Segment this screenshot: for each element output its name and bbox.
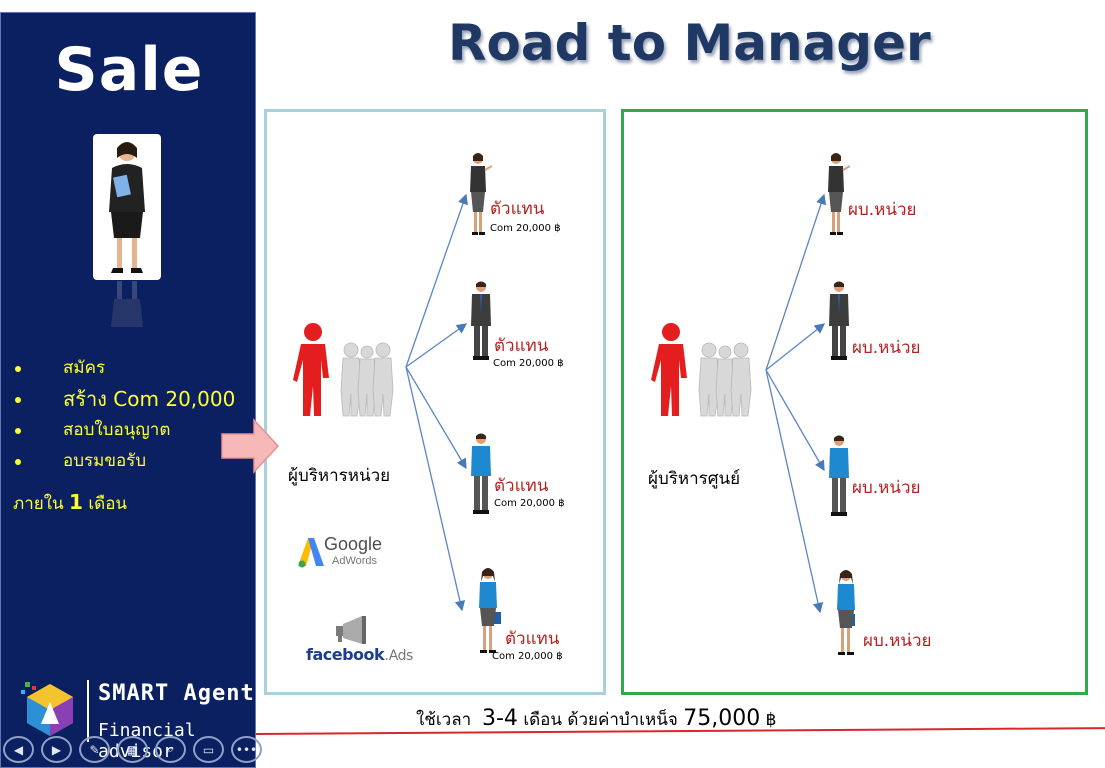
- agent-role-label: ตัวแทน: [490, 199, 545, 219]
- next-icon[interactable]: ▶: [41, 736, 72, 763]
- facebook-ads-logo: facebook.Ads: [306, 645, 413, 664]
- agent-figure-icon: [471, 433, 491, 514]
- unit-head-label: ผบ.หน่วย: [852, 338, 921, 358]
- megaphone-icon: [336, 616, 366, 644]
- logo-divider: [87, 680, 89, 742]
- requirements-list: สมัคร สร้าง Com 20,000 สอบใบอนุญาต อบรมข…: [13, 353, 235, 477]
- unit-head-label: ผบ.หน่วย: [848, 200, 917, 220]
- unit-head-label: ผบ.หน่วย: [852, 478, 921, 498]
- unit-head-figure-icon: [829, 281, 849, 360]
- unit-head-figure-icon: [837, 570, 855, 655]
- bullet-text: อบรมขอรับ: [63, 451, 147, 471]
- unit-head-figure-icon: [828, 153, 850, 235]
- bullet-text: สอบใบอนุญาต: [63, 420, 171, 440]
- arrow-right-icon: [221, 418, 280, 474]
- center-manager-panel: [621, 109, 1088, 695]
- bullet-text: สร้าง Com 20,000: [63, 387, 236, 411]
- google-adwords-logo: Google AdWords: [298, 534, 394, 574]
- agent-commission: Com 20,000 ฿: [493, 358, 564, 369]
- team-group-icon: [293, 323, 394, 417]
- businesswoman-image: [93, 134, 161, 280]
- unit-head-label: ผบ.หน่วย: [863, 631, 932, 651]
- agent-role-label: ตัวแทน: [505, 629, 560, 649]
- agent-commission: Com 20,000 ฿: [494, 498, 565, 509]
- bullet-text: สมัคร: [63, 358, 106, 378]
- businesswoman-reflection: [93, 281, 161, 327]
- agent-role-label: ตัวแทน: [494, 476, 549, 496]
- slideshow-controls: ◀ ▶ ✎ ▦ ⌕ ▭ •••: [3, 736, 262, 763]
- logo-name: SMART Agent: [98, 681, 255, 706]
- page-title: Road to Manager: [448, 14, 931, 72]
- google-wordmark: Google: [324, 534, 383, 554]
- unit-head-figure-icon: [829, 435, 849, 516]
- timeframe-text: ภายใน 1 เดือน: [13, 490, 128, 514]
- agent-figure-icon: [471, 281, 491, 360]
- list-item: อบรมขอรับ: [13, 446, 235, 477]
- agent-figure-icon: [479, 568, 501, 653]
- list-item: สอบใบอนุญาต: [13, 415, 235, 446]
- unit-manager-panel: [264, 109, 606, 695]
- more-icon[interactable]: •••: [231, 736, 262, 763]
- agent-commission: Com 20,000 ฿: [492, 651, 563, 662]
- list-item: สมัคร: [13, 353, 235, 384]
- adwords-icon: [298, 538, 324, 568]
- ads-wordmark: Ads: [388, 648, 414, 664]
- adwords-wordmark: AdWords: [332, 555, 378, 567]
- pen-icon[interactable]: ✎: [79, 736, 110, 763]
- smart-agent-logo-icon: [21, 680, 79, 738]
- footer-statement: ใช้เวลา 3-4 เดือน ด้วยค่าบำเหน็จ 75,000 …: [416, 706, 777, 731]
- agent-role-label: ตัวแทน: [494, 336, 549, 356]
- team-group-icon: [651, 323, 752, 417]
- slides-icon[interactable]: ▦: [117, 736, 148, 763]
- sidebar-title: Sale: [54, 35, 204, 105]
- prev-icon[interactable]: ◀: [3, 736, 34, 763]
- subtitles-icon[interactable]: ▭: [193, 736, 224, 763]
- agent-commission: Com 20,000 ฿: [490, 223, 561, 234]
- zoom-icon[interactable]: ⌕: [155, 736, 186, 763]
- center-manager-label: ผู้บริหารศูนย์: [648, 469, 741, 489]
- unit-manager-label: ผู้บริหารหน่วย: [288, 466, 391, 486]
- list-item: สร้าง Com 20,000: [13, 384, 235, 415]
- sidebar-panel: Sale สมัคร สร้าง Com 20,000 สอบใบอนุญาต …: [0, 12, 256, 768]
- facebook-wordmark: facebook: [306, 645, 385, 664]
- agent-figure-icon: [470, 153, 492, 235]
